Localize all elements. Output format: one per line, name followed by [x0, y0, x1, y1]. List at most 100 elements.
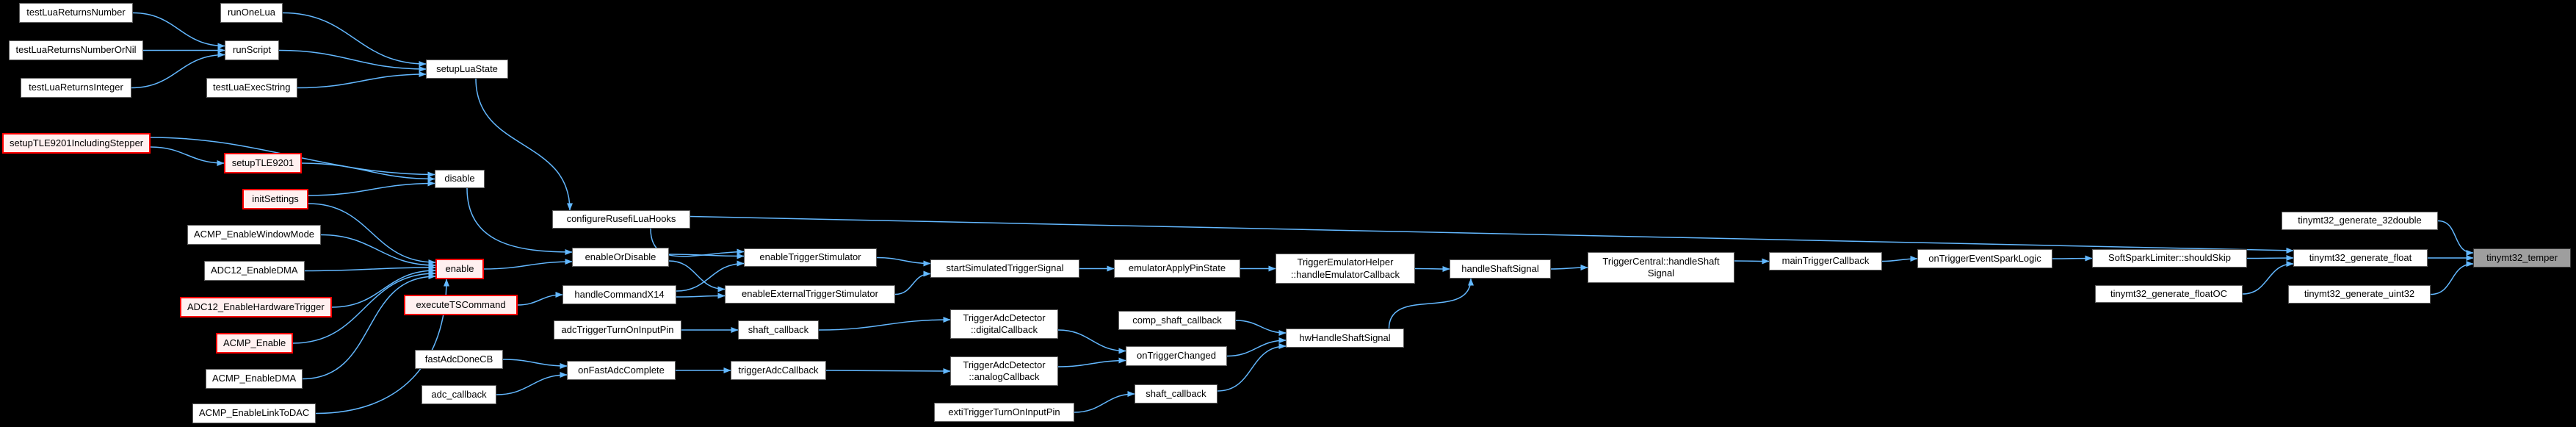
node-label: SoftSparkLimiter::shouldSkip	[2108, 252, 2231, 264]
node-runScript[interactable]: runScript	[225, 40, 279, 60]
node-testLuaExecString[interactable]: testLuaExecString	[206, 78, 297, 98]
edge-TriggerEmulatorHelper_handleEmulatorCallback--handleShaftSignal	[1414, 265, 1450, 272]
node-testLuaReturnsInteger[interactable]: testLuaReturnsInteger	[21, 78, 131, 98]
node-label: runScript	[232, 44, 272, 56]
edge-mainTriggerCallback--onTriggerEventSparkLogic	[1881, 256, 1918, 262]
node-triggerAdcCallback[interactable]: triggerAdcCallback	[731, 361, 826, 380]
node-setupLuaState[interactable]: setupLuaState	[426, 60, 508, 79]
node-label: TriggerAdcDetector ::digitalCallback	[963, 312, 1046, 335]
node-ADC12_EnableDMA[interactable]: ADC12_EnableDMA	[204, 261, 305, 281]
node-onTriggerEventSparkLogic[interactable]: onTriggerEventSparkLogic	[1917, 249, 2052, 268]
node-ACMP_EnableLinkToDAC[interactable]: ACMP_EnableLinkToDAC	[192, 403, 316, 423]
node-extiTriggerTurnOnInputPin[interactable]: extiTriggerTurnOnInputPin	[934, 403, 1074, 422]
edge-enableOrDisable--enableTriggerStimulator	[668, 253, 745, 259]
node-label: TriggerCentral::handleShaft Signal	[1602, 255, 1720, 279]
node-label: initSettings	[252, 193, 299, 204]
edge-tinymt32_generate_floatOC--tinymt32_generate_float	[2242, 261, 2294, 295]
node-fastAdcDoneCB[interactable]: fastAdcDoneCB	[415, 350, 503, 369]
node-testLuaReturnsNumber[interactable]: testLuaReturnsNumber	[19, 3, 133, 23]
node-SoftSparkLimiter_shouldSkip[interactable]: SoftSparkLimiter::shouldSkip	[2092, 249, 2247, 268]
node-tinymt32_generate_float[interactable]: tinymt32_generate_float	[2293, 249, 2428, 267]
node-enableOrDisable[interactable]: enableOrDisable	[572, 248, 669, 267]
node-label: extiTriggerTurnOnInputPin	[948, 406, 1060, 417]
node-label: testLuaExecString	[213, 82, 291, 93]
node-label: startSimulatedTriggerSignal	[946, 262, 1064, 274]
node-onTriggerChanged[interactable]: onTriggerChanged	[1126, 346, 1227, 366]
node-configureRusefiLuaHooks[interactable]: configureRusefiLuaHooks	[552, 210, 690, 229]
node-adc_callback[interactable]: adc_callback	[422, 385, 496, 404]
edge-runOneLua--setupLuaState	[282, 12, 427, 67]
edge-ADC12_EnableDMA--enable	[304, 265, 436, 272]
edge-comp_shaft_callback--hwHandleShaftSignal	[1235, 320, 1287, 336]
node-tinymt32_generate_32double[interactable]: tinymt32_generate_32double	[2282, 212, 2438, 230]
edge-hwHandleShaftSignal--handleShaftSignal	[1388, 278, 1474, 329]
edge-SoftSparkLimiter_shouldSkip--tinymt32_generate_float	[2246, 255, 2294, 262]
node-emulatorApplyPinState[interactable]: emulatorApplyPinState	[1114, 259, 1240, 278]
edge-initSettings--enable	[308, 203, 436, 265]
node-label: handleCommandX14	[574, 288, 665, 300]
node-tinymt32_temper: tinymt32_temper	[2473, 248, 2571, 268]
edge-ACMP_EnableDMA--enable	[302, 273, 436, 380]
node-label: testLuaReturnsInteger	[29, 82, 123, 93]
node-label: triggerAdcCallback	[738, 364, 819, 376]
node-mainTriggerCallback[interactable]: mainTriggerCallback	[1769, 252, 1882, 270]
node-label: shaft_callback	[1146, 387, 1206, 399]
edge-handleCommandX14--enableExternalTriggerStimulator	[676, 293, 726, 299]
node-label: tinymt32_generate_floatOC	[2110, 287, 2227, 299]
node-ADC12_EnableHardwareTrigger[interactable]: ADC12_EnableHardwareTrigger	[180, 297, 332, 317]
node-label: emulatorApplyPinState	[1128, 262, 1226, 274]
node-setupTLE9201IncludingStepper[interactable]: setupTLE9201IncludingStepper	[2, 133, 151, 154]
node-handleShaftSignal[interactable]: handleShaftSignal	[1450, 259, 1551, 279]
edge-TriggerCentral_handleShaftSignal--mainTriggerCallback	[1734, 258, 1770, 265]
edge-ADC12_EnableHardwareTrigger--enable	[331, 268, 436, 308]
node-executeTSCommand[interactable]: executeTSCommand	[404, 295, 518, 315]
node-onFastAdcComplete[interactable]: onFastAdcComplete	[567, 361, 676, 380]
edge-runScript--setupLuaState	[278, 49, 427, 72]
edge-testLuaReturnsInteger--runScript	[131, 51, 225, 89]
node-ACMP_Enable[interactable]: ACMP_Enable	[216, 333, 294, 354]
node-tinymt32_generate_uint32[interactable]: tinymt32_generate_uint32	[2288, 285, 2431, 304]
edge-TriggerAdcDetector_digitalCallback--onTriggerChanged	[1057, 329, 1126, 354]
node-comp_shaft_callback[interactable]: comp_shaft_callback	[1118, 311, 1236, 330]
node-hwHandleShaftSignal[interactable]: hwHandleShaftSignal	[1286, 329, 1404, 348]
node-TriggerAdcDetector_analogCallback[interactable]: TriggerAdcDetector ::analogCallback	[950, 356, 1058, 386]
edge-enableExternalTriggerStimulator--startSimulatedTriggerSignal	[894, 270, 931, 295]
edge-testLuaReturnsNumber--runScript	[132, 12, 225, 49]
node-enableExternalTriggerStimulator[interactable]: enableExternalTriggerStimulator	[725, 285, 895, 304]
node-enable[interactable]: enable	[435, 259, 484, 279]
edge-TriggerAdcDetector_analogCallback--onTriggerChanged	[1057, 357, 1126, 367]
node-startSimulatedTriggerSignal[interactable]: startSimulatedTriggerSignal	[930, 259, 1079, 278]
node-shaft_callback2[interactable]: shaft_callback	[1135, 384, 1218, 403]
node-testLuaReturnsNumberOrNil[interactable]: testLuaReturnsNumberOrNil	[9, 40, 143, 60]
node-label: setupTLE9201	[231, 157, 294, 168]
node-TriggerEmulatorHelper_handleEmulatorCallback[interactable]: TriggerEmulatorHelper ::handleEmulatorCa…	[1276, 254, 1415, 284]
node-label: ACMP_EnableDMA	[212, 373, 297, 384]
node-setupTLE9201[interactable]: setupTLE9201	[224, 153, 302, 173]
node-label: setupTLE9201IncludingStepper	[10, 137, 144, 148]
node-label: setupLuaState	[436, 62, 498, 74]
edge-enable--enableOrDisable	[483, 259, 573, 270]
node-enableTriggerStimulator[interactable]: enableTriggerStimulator	[744, 248, 877, 267]
node-TriggerAdcDetector_digitalCallback[interactable]: TriggerAdcDetector ::digitalCallback	[950, 309, 1058, 339]
node-tinymt32_generate_floatOC[interactable]: tinymt32_generate_floatOC	[2095, 285, 2243, 303]
node-label: tinymt32_generate_uint32	[2304, 288, 2415, 300]
node-adcTriggerTurnOnInputPin[interactable]: adcTriggerTurnOnInputPin	[554, 320, 681, 340]
edge-testLuaExecString--setupLuaState	[297, 71, 427, 89]
node-runOneLua[interactable]: runOneLua	[220, 3, 283, 23]
node-initSettings[interactable]: initSettings	[242, 189, 308, 209]
node-ACMP_EnableWindowMode[interactable]: ACMP_EnableWindowMode	[187, 225, 322, 245]
edge-enableOrDisable--enableExternalTriggerStimulator	[668, 260, 726, 293]
node-label: enable	[445, 262, 474, 274]
node-TriggerCentral_handleShaftSignal[interactable]: TriggerCentral::handleShaft Signal	[1588, 252, 1734, 283]
node-shaft_callback[interactable]: shaft_callback	[738, 320, 819, 340]
edge-adc_callback--onFastAdcComplete	[496, 372, 568, 395]
node-handleCommandX14[interactable]: handleCommandX14	[562, 285, 676, 304]
node-label: runOneLua	[227, 7, 276, 18]
node-ACMP_EnableDMA[interactable]: ACMP_EnableDMA	[206, 369, 303, 389]
edge-shaft_callback2--hwHandleShaftSignal	[1217, 343, 1287, 392]
node-label: adc_callback	[431, 388, 487, 400]
edge-ACMP_Enable--enable	[292, 270, 436, 344]
node-disable[interactable]: disable	[435, 170, 485, 188]
node-label: TriggerEmulatorHelper ::handleEmulatorCa…	[1290, 256, 1400, 280]
